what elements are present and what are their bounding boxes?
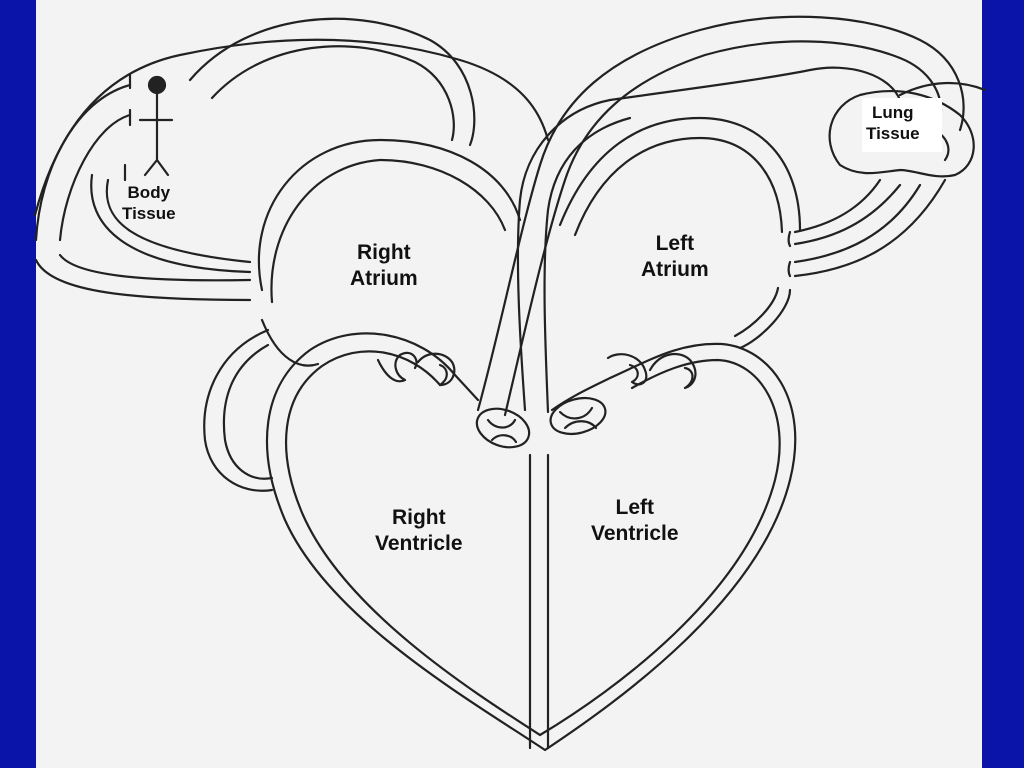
pulmonary-artery [516,66,902,414]
slide-border-left [0,0,36,768]
stick-figure-body [138,91,174,177]
label-right-atrium-line2: Atrium [350,267,418,291]
body-loop-outer [34,83,252,302]
lung-label-background [862,98,942,152]
label-lung-tissue-line1: Lung [872,103,914,122]
body-loop-inner [58,113,252,282]
mitral-valve [606,352,697,390]
superior-vena-cava [188,17,476,147]
heart-outer-wall [265,332,797,752]
aortic-valve-leaflets [558,406,598,430]
label-left-ventricle: Left Ventricle [591,495,679,548]
label-right-atrium-line1: Right [357,241,411,264]
pulmonary-valve-opening [475,407,531,449]
label-left-atrium: Left Atrium [641,231,709,284]
body-capillary-bed [90,73,252,274]
left-atrium-wall [558,116,802,350]
label-left-ventricle-line1: Left [615,496,655,519]
label-right-ventricle-line1: Right [391,506,446,529]
label-left-atrium-line1: Left [655,232,695,255]
label-right-ventricle: Right Ventricle [375,505,463,558]
label-right-atrium: Right Atrium [350,240,418,293]
slide-border-right [982,0,1024,768]
pulmonary-vein-caps [787,230,792,278]
label-body-tissue-line2: Tissue [122,204,176,224]
paper-sheet [36,0,982,768]
label-lung-tissue-line2: Tissue [866,124,920,144]
pulmonary-vein-1 [793,178,902,246]
inferior-vena-cava [203,328,274,492]
label-left-atrium-line2: Atrium [641,258,709,282]
tricuspid-valve [376,351,456,387]
label-body-tissue-line1: Body [127,183,171,202]
pulmonary-valve-leaflets [486,418,518,444]
aorta [476,15,965,417]
label-right-ventricle-line2: Ventricle [375,532,463,556]
heart-inner-wall [285,350,781,737]
label-lung-tissue: Lung Tissue [866,102,920,145]
stick-figure-head [147,75,167,95]
label-body-tissue: Body Tissue [122,182,176,225]
pulmonary-vein-2 [793,178,947,278]
lung-capillary-bed [828,89,975,178]
aortic-valve-opening [549,396,607,436]
label-left-ventricle-line2: Ventricle [591,522,679,546]
septum [528,453,550,750]
